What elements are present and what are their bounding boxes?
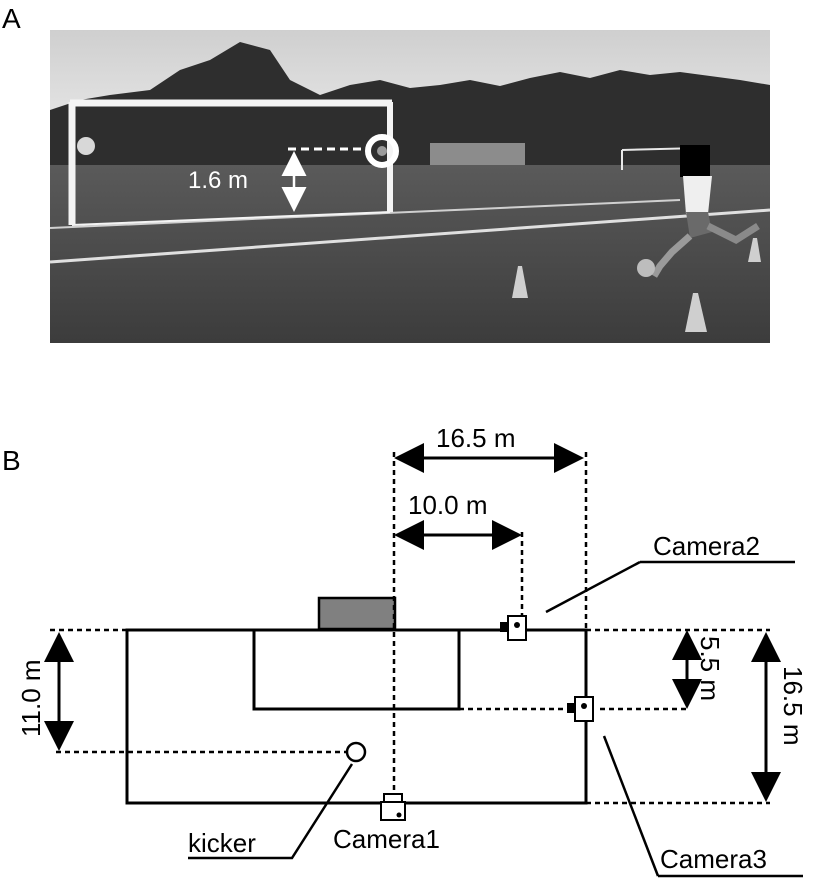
dim-top-outer-label: 16.5 m	[436, 423, 516, 453]
camera3-label: Camera3	[660, 844, 767, 874]
photo-kicker	[637, 145, 760, 278]
photo-field-line-1	[49, 208, 771, 264]
photo-cone-3	[748, 238, 761, 262]
camera3-leader	[602, 735, 660, 877]
camera1-label: Camera1	[333, 824, 440, 854]
camera2-icon	[500, 615, 527, 641]
penalty-area	[125, 628, 588, 805]
target-dot	[377, 146, 387, 156]
dim-top-inner-label: 10.0 m	[408, 490, 488, 520]
camera2-leader	[545, 560, 641, 614]
goal	[317, 596, 397, 631]
panel-b-label: B	[2, 445, 21, 476]
photo-goal-disc	[77, 137, 95, 155]
photo-cone-2	[685, 293, 707, 332]
goal-area	[252, 628, 461, 711]
panel-a-label: A	[2, 3, 21, 34]
camera2-label: Camera2	[653, 531, 760, 561]
height-label: 1.6 m	[188, 167, 248, 194]
photo-panel: 1.6 m	[49, 30, 771, 343]
kicker-leader	[188, 763, 354, 860]
photo-cone-1	[512, 266, 528, 298]
photo-treeline	[50, 42, 770, 175]
face-mask	[680, 145, 710, 177]
camera-icon	[380, 793, 406, 821]
dim-right-inner-label: 5.5 m	[695, 636, 725, 701]
photo-ball	[637, 259, 655, 277]
target-ring-icon	[365, 134, 399, 168]
photo-goal	[68, 99, 393, 226]
dim-left-label: 11.0 m	[16, 659, 46, 737]
camera3-icon	[567, 696, 594, 722]
kicker-marker-icon	[345, 741, 367, 763]
dim-right-outer-label: 16.5 m	[778, 666, 808, 746]
kicker-label: kicker	[188, 828, 256, 858]
